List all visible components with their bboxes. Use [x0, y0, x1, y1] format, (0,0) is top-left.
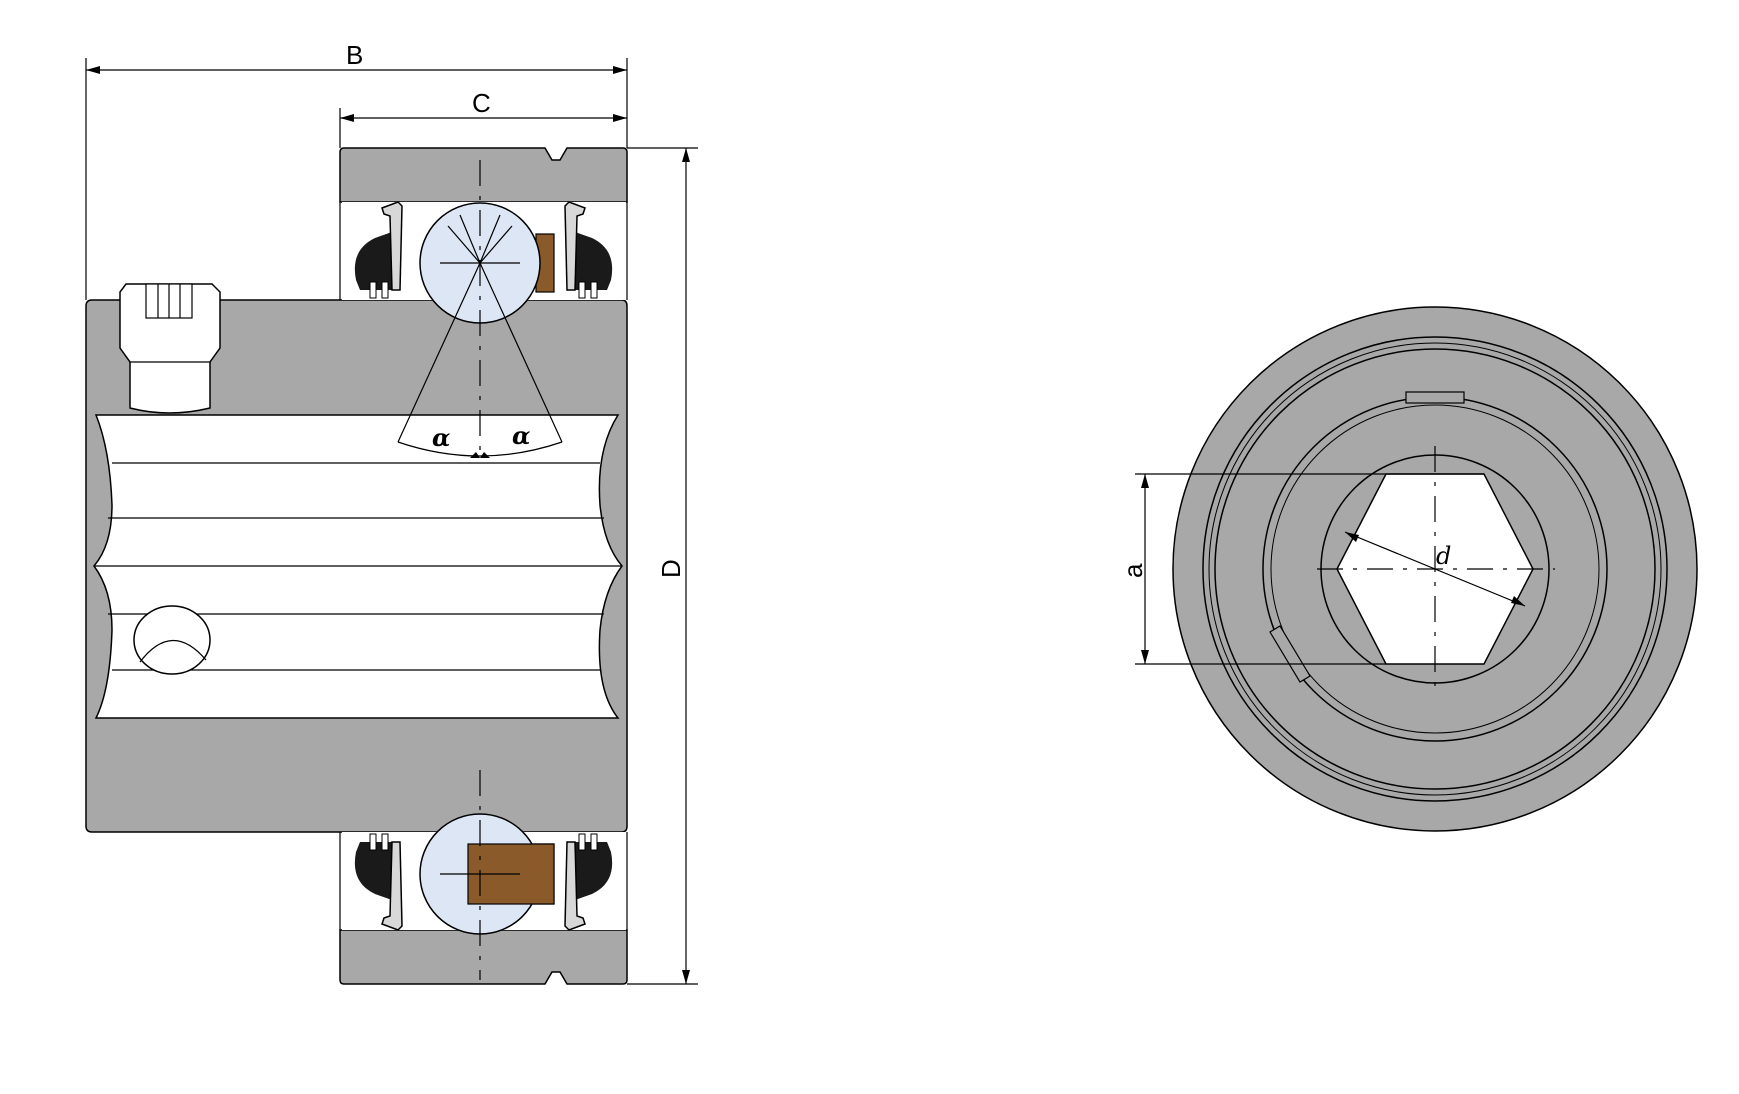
dimension-b [85, 58, 628, 300]
seal-groove-1 [1208, 342, 1662, 796]
seal-bottom-left [354, 833, 403, 931]
dimension-c [339, 108, 627, 148]
dimension-d-hex-label: d [1436, 542, 1451, 570]
seal-groove-2 [1214, 348, 1656, 790]
lube-hole [133, 605, 211, 675]
key-tab-left [1269, 625, 1311, 683]
dimension-c-label: C [472, 88, 491, 118]
dimension-d [627, 147, 698, 985]
contact-angle-lines [397, 214, 563, 458]
dimension-a-label: a [1118, 563, 1148, 578]
dimension-b-label: B [346, 40, 363, 70]
seal-top-right [564, 201, 613, 299]
seal-bottom-right [564, 833, 613, 931]
dimension-a [1135, 473, 1484, 665]
seal-top-left [354, 201, 403, 299]
front-view: d a [1118, 306, 1698, 832]
seal-outer-edge [1202, 336, 1668, 802]
section-view: α α B C D [85, 40, 698, 985]
key-tab-top [1405, 391, 1465, 404]
dimension-d-label: D [656, 559, 686, 578]
contact-angle-label-left: α [432, 423, 450, 452]
contact-angle-label-right: α [512, 421, 530, 450]
set-screw [119, 283, 221, 414]
dimension-d-hex [1344, 531, 1526, 607]
inner-ring-chamfer [1270, 404, 1600, 734]
outer-ring-top [339, 147, 628, 203]
outer-ring-bottom [339, 929, 628, 985]
